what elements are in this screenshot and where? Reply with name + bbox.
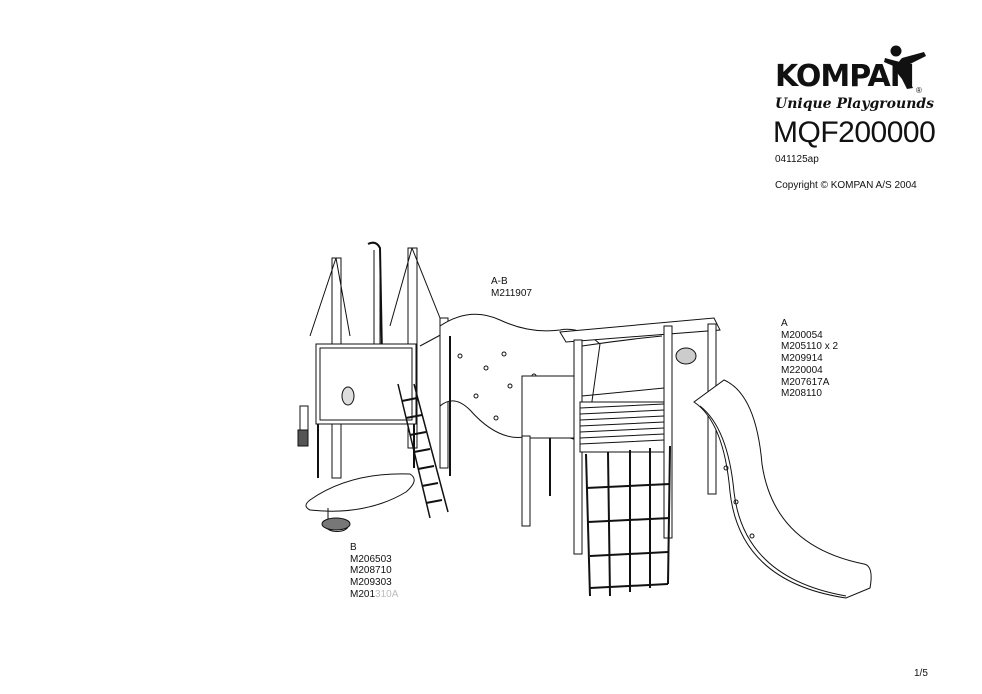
left-tower (297, 241, 449, 479)
group-label: A (781, 318, 788, 329)
part-list-ab: A-B M211907 (491, 276, 532, 299)
page-number: 1/5 (914, 668, 928, 679)
part-number: M208710 (350, 565, 392, 577)
kompan-figure-icon (884, 45, 926, 89)
part-number: M209303 (350, 577, 392, 589)
brand-tagline: Unique Playgrounds (775, 96, 935, 112)
part-number: M209914 (781, 353, 823, 365)
group-label: B (350, 542, 357, 553)
stepping-disc (305, 473, 415, 532)
registered-mark: ® (916, 86, 922, 95)
part-list-b: B M206503 M208710 M209303 M201310A (350, 542, 398, 601)
part-number: M200054 (781, 329, 823, 341)
part-number: M211907 (491, 287, 532, 299)
part-number: M205110 x 2 (781, 341, 839, 353)
brand-name: KOMPAN (775, 59, 915, 94)
part-prefix: M201 (350, 588, 376, 600)
ladder (397, 383, 449, 519)
climbing-net (585, 445, 671, 597)
part-number: M207617A (781, 376, 830, 388)
part-number: M201310A (350, 589, 398, 601)
part-number: M220004 (781, 364, 823, 376)
tube-slide (693, 379, 872, 599)
part-list-a: A M200054 M205110 x 2 M209914 M220004 M2… (781, 318, 838, 400)
part-number: M208110 (781, 388, 822, 400)
group-label: A-B (491, 276, 508, 287)
part-suffix-faded: 310A (375, 588, 399, 600)
product-code: MQF200000 (773, 116, 936, 149)
part-number: M206503 (350, 553, 392, 565)
copyright-notice: Copyright © KOMPAN A/S 2004 (775, 180, 917, 191)
document-code: 041125ap (775, 154, 819, 165)
playground-illustration (297, 241, 872, 599)
